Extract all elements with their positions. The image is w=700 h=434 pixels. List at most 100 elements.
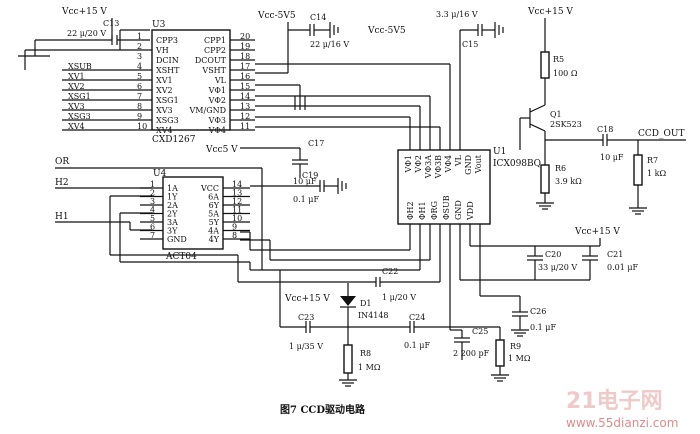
c17-value: 10 μF (293, 177, 317, 186)
u3-pin-number: 14 (240, 92, 250, 101)
u3-pin-name: VΦ3 (208, 116, 226, 125)
u3-pin-name: XSHT (156, 66, 180, 75)
u3-pin-number: 9 (137, 112, 142, 121)
q1-part: 2SK523 (550, 120, 582, 129)
u1-top-pin-name: VL (454, 154, 463, 167)
u1-bottom-pin-name: VDD (466, 201, 475, 221)
u3-pin-name: XV4 (156, 126, 173, 135)
u3-to-u1-bus (255, 63, 451, 150)
u3-pin-number: 8 (137, 102, 142, 111)
c25-label: C25 (472, 327, 488, 336)
u4-pin-number: 12 (232, 197, 242, 206)
c13-label: C13 (103, 19, 119, 28)
u3-pin-name: VSHT (201, 66, 226, 75)
u4-pin-name: 6A (208, 193, 219, 202)
c15-label: C15 (462, 40, 478, 49)
u3-pin-name: VΦ4 (208, 126, 226, 135)
c19-label: C19 (302, 171, 318, 180)
r5-value: 100 Ω (553, 69, 578, 78)
u3-pin-number: 19 (240, 42, 250, 51)
u4-input-lines: OR H2 H1 (55, 157, 263, 270)
c25-value: 2 200 pF (453, 349, 490, 358)
or-input-label: OR (55, 157, 69, 167)
u4-pin-name: 4Y (209, 235, 220, 244)
r6-value: 3.9 kΩ (555, 177, 582, 186)
u3-pin-name: VM/GND (189, 106, 226, 115)
d1-label: D1 (360, 299, 372, 308)
u4-pin-number: 5 (150, 214, 155, 223)
u3-pin-number: 15 (240, 82, 250, 91)
c24-value: 0.1 μF (404, 341, 430, 350)
c13-capacitor: Vcc+15 V C13 22 μ/20 V (18, 7, 150, 57)
c21-label: C21 (607, 250, 623, 259)
u3-pin-number: 5 (137, 72, 142, 81)
c17-c19: Vcc5 V C17 10 μF C19 0.1 μF (205, 139, 347, 204)
u3-pin-name: CPP2 (204, 46, 226, 55)
figure-caption: 图7 CCD驱动电路 (280, 403, 366, 416)
u4-pin-number: 6 (150, 223, 155, 232)
u4-pin-number: 10 (232, 214, 242, 223)
c19-value: 0.1 μF (293, 195, 319, 204)
q1-stage: Vcc+15 V R5 100 Ω Q1 2SK523 R6 3.9 kΩ C1… (519, 7, 686, 215)
c20-value: 33 μ/20 V (538, 263, 577, 272)
u3-pin-name: XV3 (156, 106, 173, 115)
u3-pin-name: XV2 (156, 86, 173, 95)
r9-value: 1 MΩ (508, 354, 531, 363)
u3-pin-name: CPP1 (204, 36, 226, 45)
u3-pin-number: 11 (240, 122, 250, 131)
c13-value: 22 μ/20 V (67, 29, 106, 38)
ccd-out-label: CCD_OUT (638, 129, 684, 139)
u3-pin-name: VΦ2 (208, 96, 226, 105)
vcc-5v5-label-2: Vcc-5V5 (367, 26, 406, 36)
u1-top-pin-name: GND (464, 155, 473, 175)
r7-label: R7 (647, 156, 658, 165)
u4-pin-number: 13 (232, 189, 242, 198)
vcc15-q1-label: Vcc+15 V (527, 7, 573, 17)
c24-label: C24 (409, 313, 425, 322)
u3-pin-number: 20 (240, 32, 250, 41)
u1-top-pin-name: VΦ3B (434, 155, 443, 179)
u4-pin-number: 8 (232, 231, 237, 240)
u3-pin-name: XV1 (156, 76, 173, 85)
u1-top-pin-name: Vout (474, 154, 483, 174)
u1-bottom-pin-name: ΦSUB (442, 195, 451, 220)
q1-label: Q1 (550, 110, 562, 119)
u3-pin-name: VH (155, 46, 169, 55)
vcc15-label: Vcc+15 V (61, 7, 107, 17)
c18-label: C18 (597, 125, 613, 134)
r7-value: 1 kΩ (647, 169, 666, 178)
watermark-logo: 21电子网 (566, 389, 663, 414)
u3-pin-number: 3 (137, 52, 142, 61)
d1-network: Vcc+15 V D1 IN4148 C23 1 μ/35 V C24 0.1 … (279, 224, 556, 387)
u4-pin-name: 3A (167, 218, 178, 227)
u4-pin-name: 1Y (167, 193, 178, 202)
u3-pin-number: 4 (137, 62, 142, 71)
u4-designator: U4 (153, 169, 167, 179)
u3-pin-name: DCIN (156, 56, 179, 65)
u3-pin-number: 18 (240, 52, 250, 61)
u1-bottom-pin-name: ΦH1 (418, 201, 427, 220)
u4-pin-number: 3 (150, 197, 155, 206)
c15-capacitor: Vcc-5V5 3.3 μ/16 V C15 (367, 10, 504, 150)
u3-pin-number: 10 (137, 122, 147, 131)
c26-value: 0.1 μF (530, 323, 556, 332)
vcc15-c20-label: Vcc+15 V (574, 227, 620, 237)
r8-value: 1 MΩ (358, 363, 381, 372)
c14-label: C14 (310, 13, 326, 22)
input-signal-label: XV3 (68, 102, 85, 111)
u1-bottom-pin-name: ΦRG (430, 201, 439, 220)
u1-ccd-sensor: U1 ICX098BQ (397, 147, 541, 225)
u4-to-u1-lines: C22 1 μ/20 V (237, 224, 441, 302)
u4-pin-name: 2A (167, 201, 178, 210)
u3-pin-name: DCOUT (195, 56, 227, 65)
c26-label: C26 (530, 307, 546, 316)
u3-pin-number: 6 (137, 82, 142, 91)
u3-pin-number: 12 (240, 112, 250, 121)
u4-pin-name: 6Y (209, 201, 220, 210)
u4-pin-name: VCC (200, 184, 219, 193)
u4-part: ACT04 (165, 252, 197, 262)
